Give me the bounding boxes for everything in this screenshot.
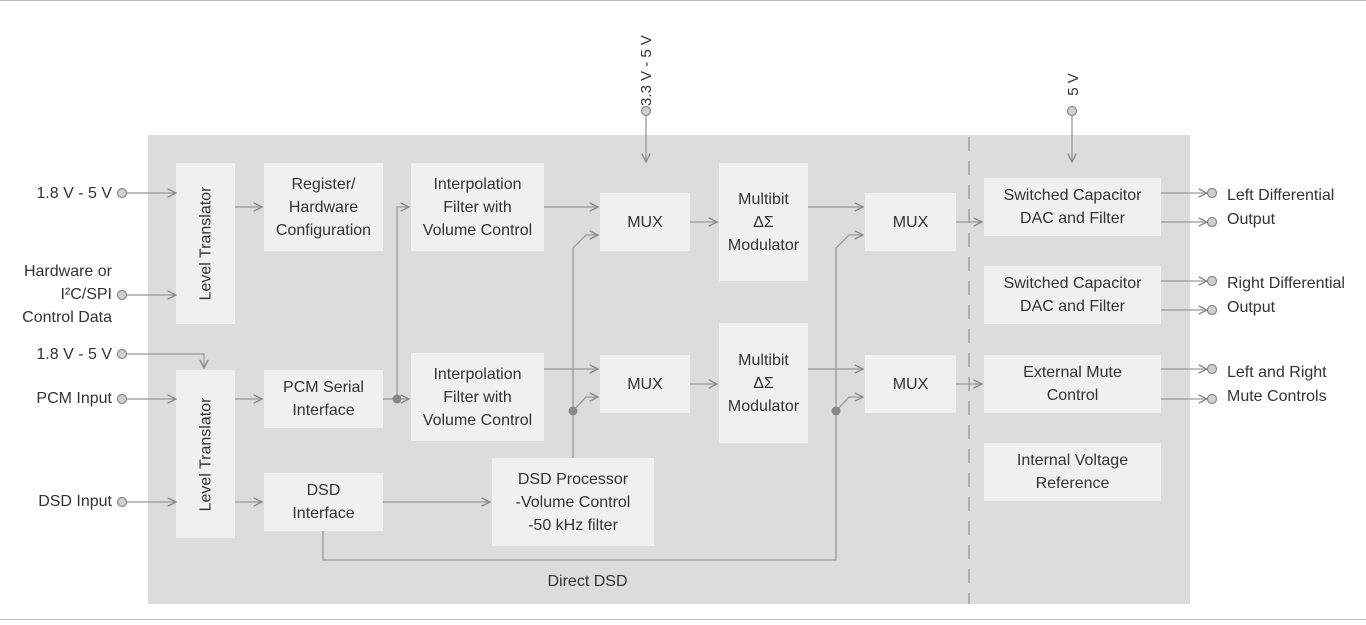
internal-voltage-reference: Internal Voltage Reference — [984, 443, 1161, 501]
input-supply-bottom: 1.8 V - 5 V — [36, 346, 112, 363]
direct-dsd-label: Direct DSD — [547, 573, 628, 590]
interpolation-filter-top: Interpolation Filter with Volume Control — [411, 163, 544, 251]
input-dsd: DSD Input — [38, 493, 112, 510]
output-left-diff-2: Output — [1227, 211, 1276, 228]
pcm-serial-interface: PCM Serial Interface — [264, 370, 383, 428]
external-mute-control: External Mute Control — [984, 355, 1161, 413]
multibit-modulator-top: Multibit ΔΣ Modulator — [719, 163, 808, 281]
output-left-diff: Left Differential — [1227, 187, 1335, 204]
input-pcm: PCM Input — [36, 390, 112, 407]
dsd-processor: DSD Processor -Volume Control -50 kHz fi… — [492, 458, 654, 546]
output-mute: Left and Right — [1227, 364, 1327, 381]
input-control-data: Hardware or I²C/SPI Control Data — [22, 263, 112, 326]
multibit-modulator-bottom: Multibit ΔΣ Modulator — [719, 323, 808, 443]
output-mute-2: Mute Controls — [1227, 388, 1327, 405]
dsd-interface: DSD Interface — [264, 473, 383, 531]
register-config-block: Register/ Hardware Configuration — [264, 163, 383, 251]
dac-filter-right: Switched Capacitor DAC and Filter — [984, 266, 1161, 324]
mux-block-1: MUX — [600, 193, 690, 251]
top-border — [0, 0, 1366, 1]
bottom-border — [0, 619, 1366, 620]
interpolation-filter-bottom: Interpolation Filter with Volume Control — [411, 353, 544, 441]
level-translator-bottom: Level Translator — [176, 370, 235, 538]
mux-block-2: MUX — [600, 355, 690, 413]
dac-filter-left: Switched Capacitor DAC and Filter — [984, 178, 1161, 236]
input-supply-top: 1.8 V - 5 V — [36, 185, 112, 202]
mux-block-4: MUX — [865, 355, 956, 413]
mux-block-3: MUX — [865, 193, 956, 251]
output-right-diff-2: Output — [1227, 299, 1276, 316]
level-translator-top: Level Translator — [176, 163, 235, 324]
output-right-diff: Right Differential — [1227, 275, 1345, 292]
